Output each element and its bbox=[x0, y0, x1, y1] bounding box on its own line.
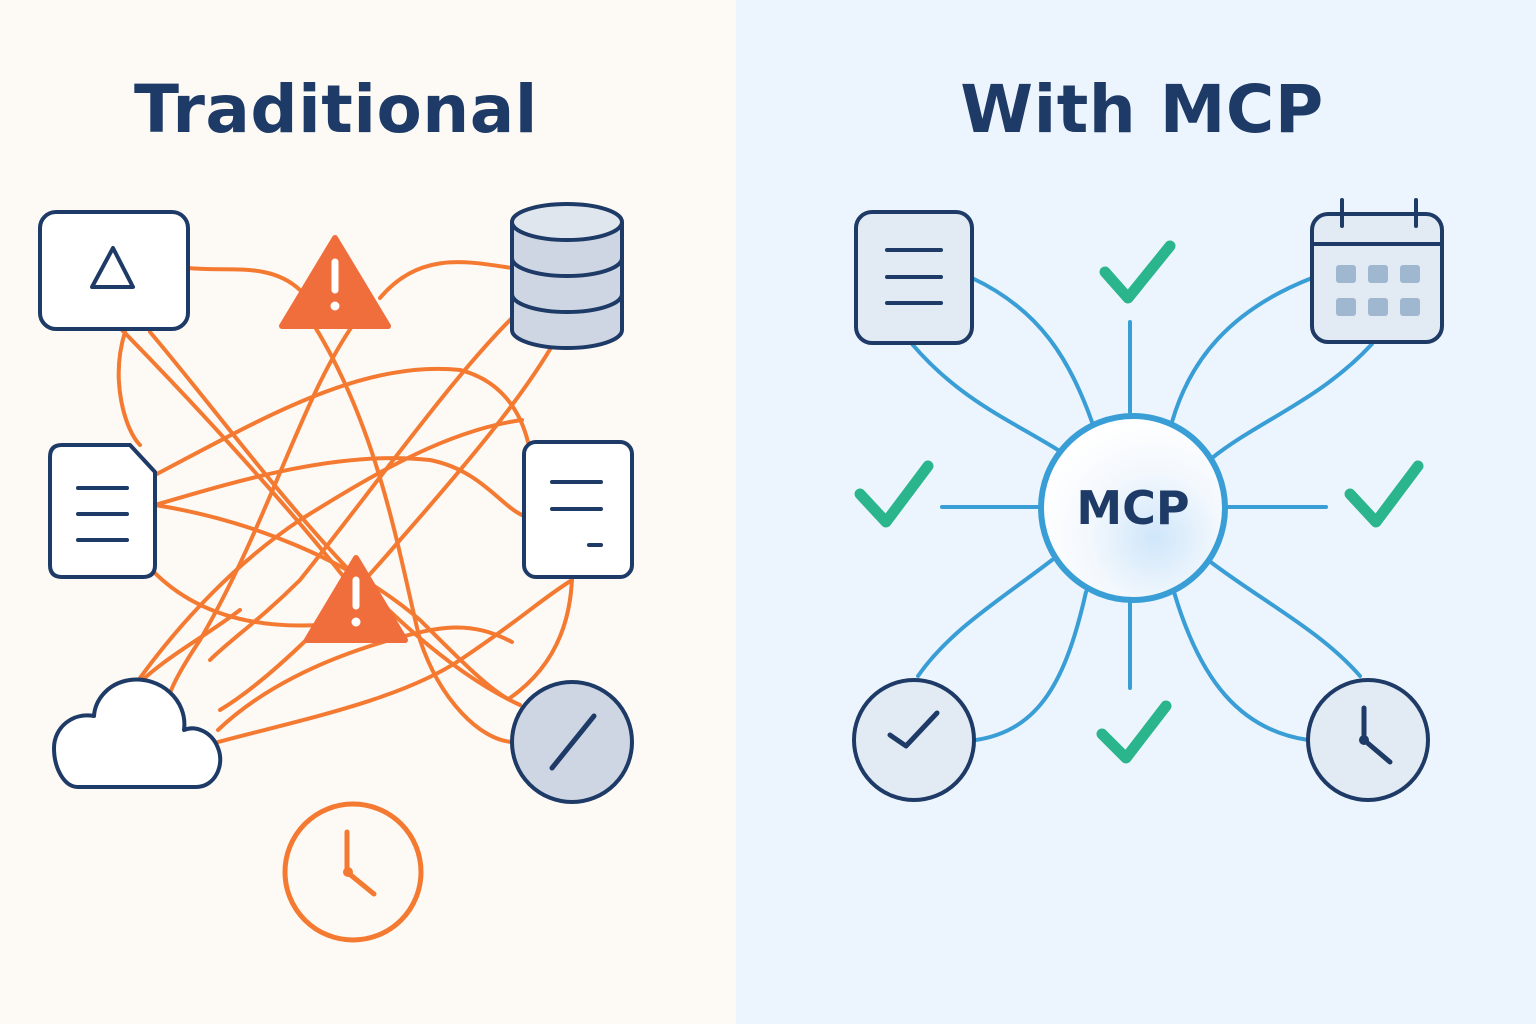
connection-line bbox=[910, 342, 1060, 452]
connection-line bbox=[970, 276, 1094, 424]
connection-line bbox=[120, 328, 352, 587]
check-icon bbox=[1344, 460, 1424, 528]
connection-line bbox=[153, 456, 524, 517]
mcp-document-node bbox=[854, 210, 974, 345]
connection-line bbox=[1170, 276, 1314, 424]
connection-line bbox=[916, 558, 1054, 678]
cloud-icon bbox=[52, 677, 223, 789]
connection-line bbox=[148, 330, 522, 707]
connection-line bbox=[218, 344, 554, 712]
check-icon bbox=[1096, 700, 1172, 764]
check-icon bbox=[1099, 240, 1176, 304]
check-icon bbox=[854, 460, 934, 528]
document-icon bbox=[48, 443, 157, 579]
triangle-box-node bbox=[38, 210, 190, 331]
tangled-connections bbox=[116, 260, 574, 744]
connection-line bbox=[148, 566, 322, 628]
calendar-node bbox=[1310, 198, 1444, 344]
database-icon bbox=[510, 222, 624, 350]
warning-icon bbox=[279, 235, 391, 329]
connection-line bbox=[216, 578, 574, 744]
connection-line bbox=[974, 590, 1088, 742]
traditional-title: Traditional bbox=[134, 71, 538, 148]
connection-line bbox=[1172, 590, 1310, 742]
database-node bbox=[510, 202, 624, 350]
slash-circle-node bbox=[510, 680, 634, 804]
connection-line bbox=[1210, 342, 1374, 460]
calendar-icon bbox=[1336, 265, 1420, 316]
document-right-node bbox=[522, 440, 634, 579]
document-left-node bbox=[48, 443, 157, 579]
hub-connections bbox=[910, 276, 1374, 742]
connection-line bbox=[378, 260, 514, 300]
clock-node bbox=[1306, 678, 1430, 802]
clock-icon bbox=[282, 801, 424, 943]
mcp-hub bbox=[1038, 413, 1228, 603]
connection-line bbox=[153, 366, 530, 477]
document-icon bbox=[885, 248, 943, 305]
connection-line bbox=[116, 330, 142, 447]
connection-line bbox=[1206, 558, 1362, 678]
triangle-icon bbox=[90, 246, 135, 289]
connection-line bbox=[186, 266, 302, 292]
check-circle-icon bbox=[887, 710, 940, 749]
warning-icon bbox=[304, 555, 408, 643]
cloud-node bbox=[52, 677, 223, 789]
connection-line bbox=[508, 576, 574, 700]
connection-line bbox=[128, 418, 524, 694]
check-clock-node bbox=[852, 678, 976, 802]
slash-circle-icon bbox=[549, 713, 597, 771]
mcp-hub-label: MCP bbox=[1076, 481, 1190, 535]
connection-line bbox=[153, 503, 512, 702]
mcp-title: With MCP bbox=[960, 71, 1324, 148]
